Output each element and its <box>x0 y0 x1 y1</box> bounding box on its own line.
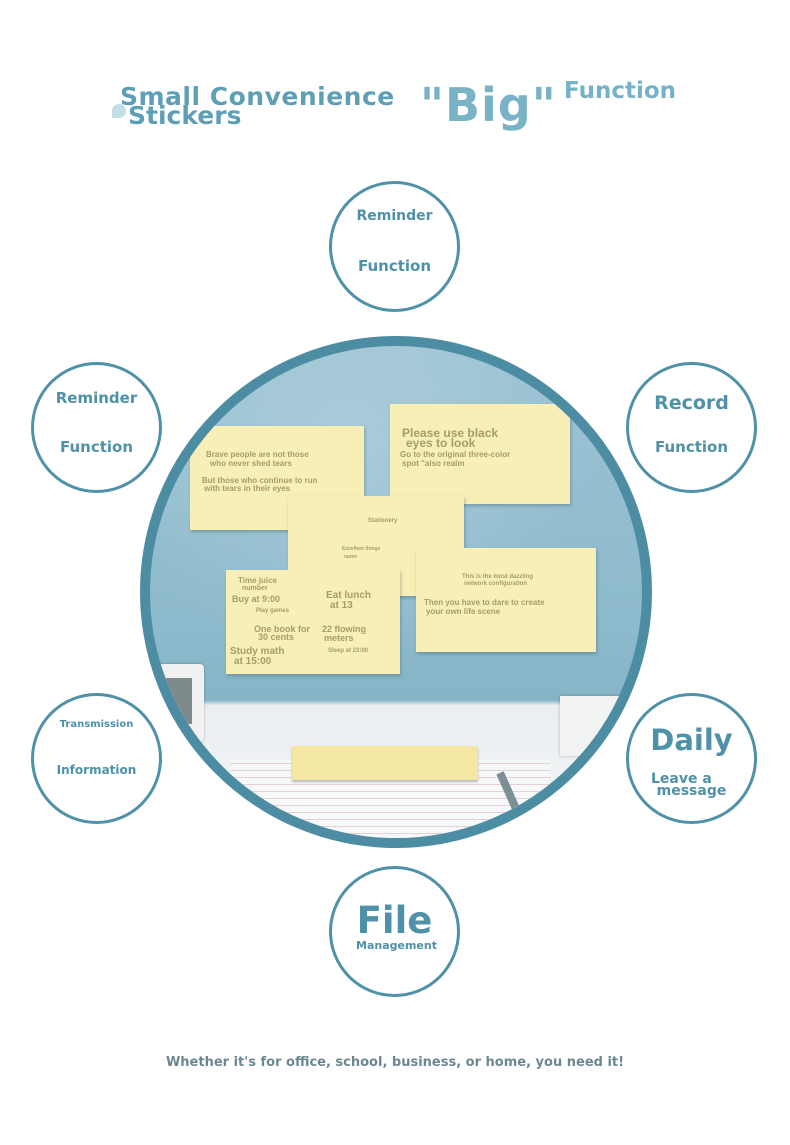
note-text: name <box>344 554 358 560</box>
note-text: Buy at 9:00 <box>232 594 281 604</box>
note-text: eyes to look <box>406 436 476 450</box>
circle-label-line1: Daily <box>650 723 733 757</box>
note-text: number <box>242 585 268 592</box>
decorative-mark <box>112 104 126 118</box>
record-function-circle: Record Function <box>626 362 757 493</box>
note-text: Stationery <box>368 518 398 524</box>
note-text: who never shed tears <box>210 459 292 468</box>
note-text: your own life scene <box>426 607 501 616</box>
note-text: at 13 <box>330 600 353 611</box>
note-text: But those who continue to run <box>202 476 318 485</box>
sticky-notes-photo: Brave people are not those who never she… <box>140 336 652 848</box>
circle-label-line2: Leave a <box>651 771 712 787</box>
footer-tagline: Whether it's for office, school, busines… <box>165 1055 625 1070</box>
note-text: spot "also realm <box>402 459 465 468</box>
sticky-note: This is the most dazzling network config… <box>416 548 596 652</box>
circle-label-line2: Function <box>59 438 134 456</box>
file-management-circle: File Management <box>329 866 460 997</box>
transmission-information-circle: Transmission Information <box>31 693 162 824</box>
note-text: Time juice <box>238 576 277 585</box>
reminder-function-circle-top: Reminder Function <box>329 181 460 312</box>
circle-label-line1: Reminder <box>55 389 138 407</box>
note-text: This is the most dazzling <box>462 574 534 580</box>
sticky-note: Please use black eyes to look Go to the … <box>390 404 570 504</box>
sticky-note-pad <box>292 746 478 780</box>
page-header: Small Convenience Stickers "Big" Functio… <box>0 0 790 150</box>
note-text: Please use black <box>402 426 499 440</box>
note-text: Brave people are not those <box>206 450 309 459</box>
note-text: One book for <box>254 624 310 634</box>
note-text: meters <box>324 633 354 643</box>
reminder-function-circle-left: Reminder Function <box>31 362 162 493</box>
note-text: Sleep at 23:00 <box>328 648 369 654</box>
circle-label-line2: Management <box>356 939 437 952</box>
note-text: 22 flowing <box>322 624 367 634</box>
header-title-line2: Stickers <box>128 101 242 130</box>
device-screen <box>166 678 192 724</box>
circle-label-line1: Transmission <box>59 719 134 730</box>
desk-box <box>560 696 620 756</box>
note-text: network configuration <box>464 581 527 587</box>
circle-label-line2: Information <box>56 763 137 777</box>
circle-label-line1: File <box>356 899 433 942</box>
header-title-line1: Small Convenience <box>120 82 395 111</box>
note-text: at 15:00 <box>234 656 272 667</box>
note-text: Play games <box>256 608 290 614</box>
circle-label-line2: Function <box>357 257 432 275</box>
header-function-word: Function <box>564 78 677 104</box>
note-text: with tears in their eyes <box>204 484 291 493</box>
note-text: Eat lunch <box>326 590 372 601</box>
circle-label-line1: Reminder <box>356 208 433 224</box>
desk-device <box>156 664 204 742</box>
circle-label-line3: message <box>656 783 727 799</box>
note-text: Excellent things <box>342 546 381 552</box>
circle-label-line2: Function <box>654 438 729 456</box>
note-text: Then you have to dare to create <box>424 598 545 607</box>
note-text: 30 cents <box>258 632 295 642</box>
sticky-note: Time juice number Buy at 9:00 Play games… <box>226 570 400 674</box>
header-big-quote: "Big" <box>420 78 557 132</box>
daily-message-circle: Daily Leave a message <box>626 693 757 824</box>
circle-label-line1: Record <box>654 392 729 414</box>
note-text: Go to the original three-color <box>400 450 511 459</box>
note-text: Study math <box>230 646 285 657</box>
